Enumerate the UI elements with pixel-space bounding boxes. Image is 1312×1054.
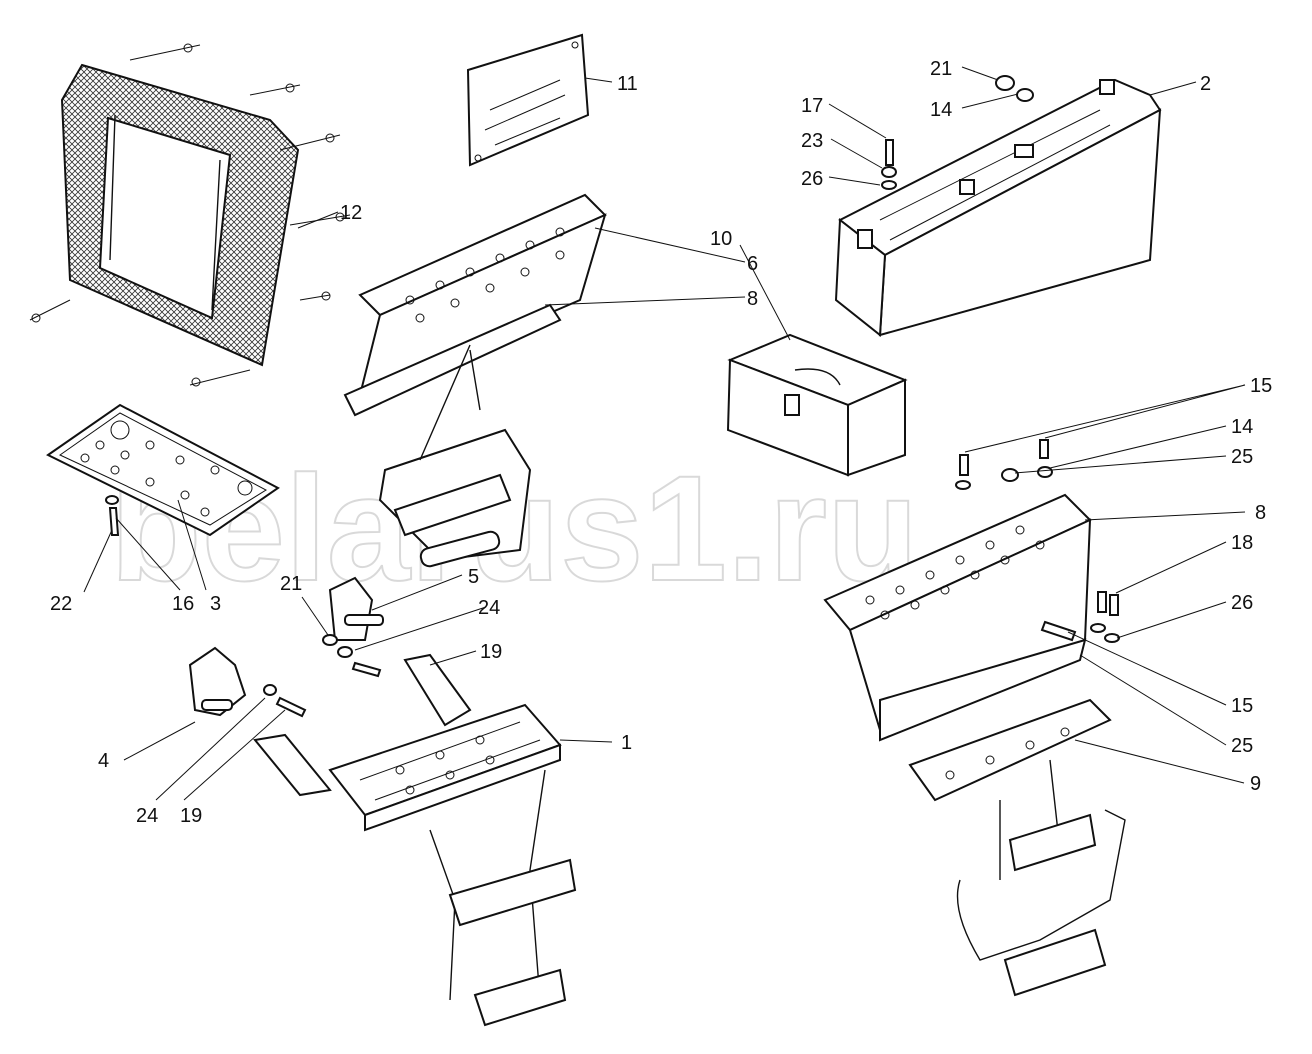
callout-6: 6 bbox=[747, 253, 758, 275]
leader-lines bbox=[83, 66, 1246, 801]
callout-15-bottom: 15 bbox=[1231, 695, 1253, 717]
left-lower-step-part bbox=[253, 653, 577, 1027]
callout-1: 1 bbox=[621, 732, 632, 754]
small-toolbox-part bbox=[726, 333, 908, 477]
callout-21-top: 21 bbox=[930, 58, 952, 80]
callout-labels: 11 2 21 14 17 23 26 12 10 6 8 15 14 25 8… bbox=[50, 58, 1272, 827]
callout-19-bottom: 19 bbox=[180, 805, 202, 827]
callout-14-top: 14 bbox=[930, 99, 952, 121]
callout-10: 10 bbox=[710, 228, 732, 250]
callout-5: 5 bbox=[468, 566, 479, 588]
large-toolbox-part bbox=[834, 78, 1162, 337]
callout-3: 3 bbox=[210, 593, 221, 615]
callout-4: 4 bbox=[98, 750, 109, 772]
instruction-plate-part bbox=[466, 33, 590, 167]
callout-8-right: 8 bbox=[1255, 502, 1266, 524]
right-hardware-bolts bbox=[955, 439, 1120, 643]
floor-plate-part bbox=[46, 403, 280, 537]
callout-25-bottom: 25 bbox=[1231, 735, 1253, 757]
callout-24-top: 24 bbox=[478, 597, 500, 619]
callout-12: 12 bbox=[340, 202, 362, 224]
callout-11: 11 bbox=[617, 73, 638, 95]
left-step-assembly bbox=[343, 193, 607, 568]
callout-26-top: 26 bbox=[801, 168, 823, 190]
callout-2: 2 bbox=[1200, 73, 1211, 95]
callout-19-top: 19 bbox=[480, 641, 502, 663]
callout-21-left: 21 bbox=[280, 573, 302, 595]
bracket-4-part bbox=[188, 646, 307, 718]
callout-22: 22 bbox=[50, 593, 72, 615]
callout-18: 18 bbox=[1231, 532, 1253, 554]
callout-17: 17 bbox=[801, 95, 823, 117]
callout-14-right: 14 bbox=[1231, 416, 1253, 438]
callout-26-right: 26 bbox=[1231, 592, 1253, 614]
mesh-screen-part bbox=[29, 43, 351, 387]
callout-8-left: 8 bbox=[747, 288, 758, 310]
callout-24-bottom: 24 bbox=[136, 805, 158, 827]
hardware-nuts-washers bbox=[881, 75, 1034, 190]
callout-16: 16 bbox=[172, 593, 194, 615]
callout-9: 9 bbox=[1250, 773, 1261, 795]
callout-15-top: 15 bbox=[1250, 375, 1272, 397]
callout-23: 23 bbox=[801, 130, 823, 152]
bracket-5-part bbox=[322, 576, 384, 678]
callout-25-top: 25 bbox=[1231, 446, 1253, 468]
